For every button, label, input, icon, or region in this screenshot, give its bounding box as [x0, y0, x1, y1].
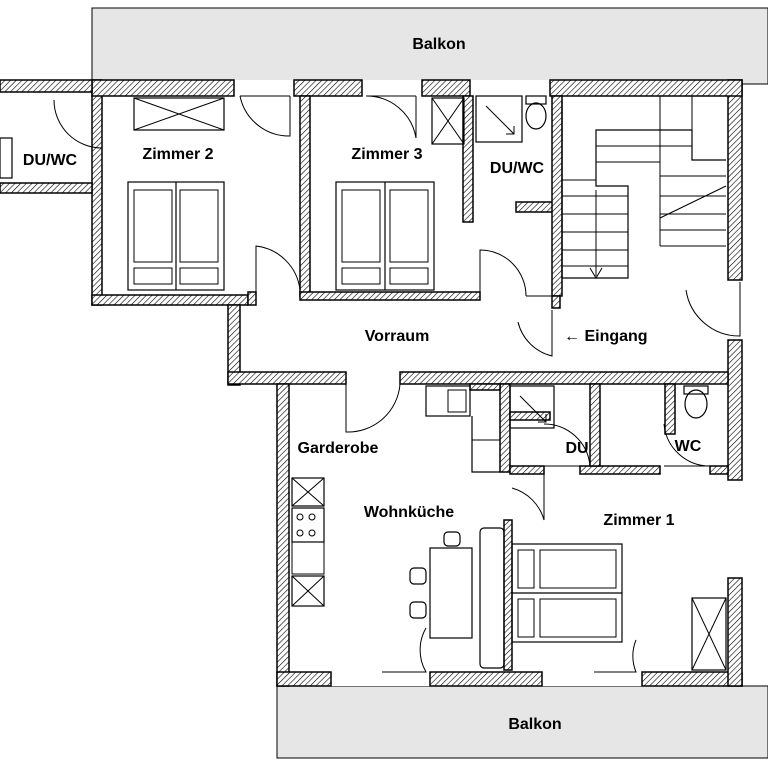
kitchen-sink — [425, 385, 471, 417]
label-wohnkueche: Wohnküche — [364, 504, 454, 521]
balcony-top — [91, 7, 768, 85]
shower-right-bath — [475, 95, 523, 143]
label-zimmer-2: Zimmer 2 — [142, 146, 213, 163]
doors — [53, 95, 741, 673]
label-du: DU — [565, 440, 588, 457]
stove — [291, 507, 325, 575]
label-du-wc-right: DU/WC — [490, 160, 545, 177]
toilet-wc — [683, 385, 709, 419]
label-balkon-bottom: Balkon — [508, 716, 561, 733]
label-wc: WC — [675, 438, 702, 455]
label-du-wc-left: DU/WC — [23, 152, 78, 169]
label-vorraum: Vorraum — [365, 328, 430, 345]
label-garderobe: Garderobe — [298, 440, 379, 457]
bed-zimmer1 — [511, 543, 623, 643]
label-balkon-top: Balkon — [412, 36, 465, 53]
shower-du — [509, 385, 555, 429]
bed-zimmer2 — [127, 181, 225, 291]
wardrobes — [133, 97, 727, 671]
staircase — [561, 96, 727, 279]
label-zimmer-3: Zimmer 3 — [351, 146, 422, 163]
balcony-bottom — [276, 685, 768, 759]
label-eingang: ← Eingang — [564, 328, 648, 345]
label-zimmer-1: Zimmer 1 — [603, 512, 674, 529]
dining-table — [409, 527, 505, 669]
kitchen-counter — [471, 416, 500, 473]
bed-zimmer3 — [335, 181, 435, 291]
shower-left-bath — [0, 137, 13, 179]
interior-walls — [247, 95, 729, 671]
toilet-right-bath — [525, 95, 547, 130]
outer-walls — [0, 79, 743, 687]
